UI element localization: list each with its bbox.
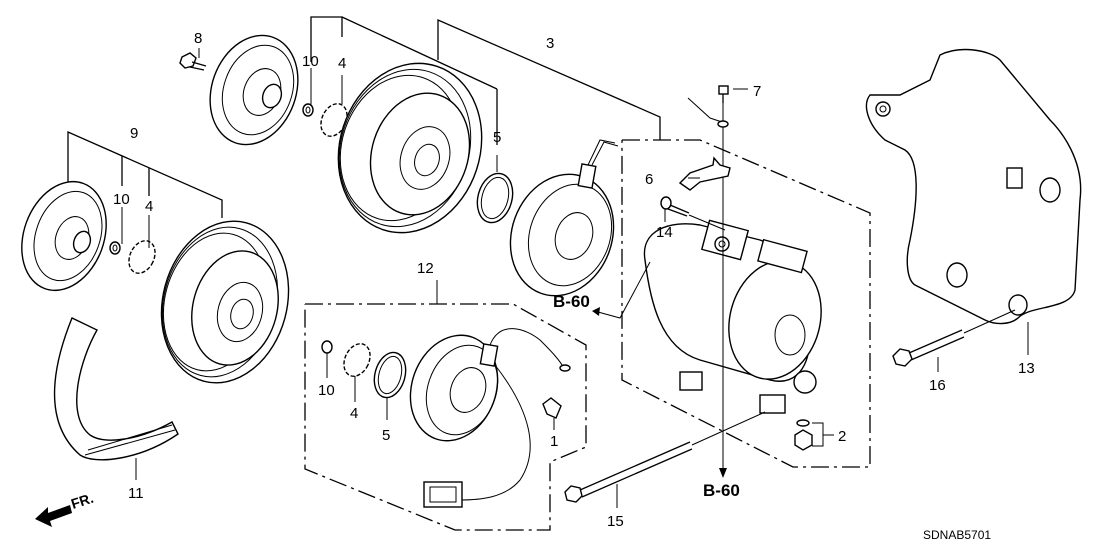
group-bracket-9 (67, 131, 223, 218)
callout-11: 11 (128, 485, 144, 502)
callout-1: 1 (550, 433, 558, 450)
callout-14: 14 (656, 224, 673, 241)
callout-10-coil: 10 (318, 382, 335, 399)
callout-4-upper: 4 (338, 55, 346, 72)
snap-ring-upper (476, 172, 514, 224)
drive-belt-part (53, 317, 179, 461)
callout-4-lower: 4 (145, 198, 153, 215)
armature-plate-lower (21, 180, 107, 292)
shim-lower (128, 240, 156, 274)
front-direction-label: FR. (69, 490, 95, 512)
compressor-bracket-part (865, 48, 1082, 325)
field-coil-lower (409, 328, 571, 508)
armature-bolt-part (179, 52, 207, 71)
thermal-protector-part (542, 397, 562, 419)
pulley-upper (337, 62, 483, 234)
callout-8: 8 (194, 30, 202, 47)
callout-10-upper: 10 (302, 53, 319, 70)
callout-5-coil: 5 (382, 427, 390, 444)
group-bracket-3 (437, 19, 661, 140)
callout-13: 13 (1018, 360, 1035, 377)
callout-labels: 8 10 4 3 9 10 4 5 7 6 14 12 10 4 5 1 2 1… (113, 30, 1035, 530)
callout-4-coil: 4 (350, 405, 358, 422)
compressor-body (643, 219, 822, 414)
callout-9: 9 (130, 125, 138, 142)
callout-16: 16 (929, 377, 946, 394)
washer-12 (321, 340, 333, 354)
front-direction-arrow: FR. (35, 490, 95, 527)
armature-plate-upper (209, 34, 299, 146)
reference-label-b60-bottom[interactable]: B-60 (703, 481, 740, 500)
callout-3: 3 (546, 35, 554, 52)
bolt-14-part (660, 196, 726, 231)
compressor-group-box (621, 139, 871, 468)
bolt-7-part (687, 85, 729, 470)
callout-15: 15 (607, 513, 624, 530)
callout-2: 2 (838, 428, 846, 445)
reference-label-b60-left[interactable]: B-60 (553, 292, 590, 311)
field-coil-group-box (304, 303, 587, 531)
snap-ring-12 (373, 351, 407, 399)
callout-10-lower: 10 (113, 191, 130, 208)
shim-12 (343, 343, 371, 377)
pulley-lower (160, 220, 290, 384)
bolt-15-part (564, 411, 766, 503)
drawing-code: SDNAB5701 (923, 528, 991, 542)
relief-valve-part (794, 419, 813, 451)
field-coil-upper (509, 139, 619, 297)
wire-bracket-part (678, 156, 731, 191)
washer-upper (302, 103, 314, 117)
reference-arrow-down (719, 468, 727, 478)
washer-lower (109, 241, 121, 255)
leader-lines (121, 48, 1029, 508)
callout-12: 12 (417, 260, 434, 277)
callout-7: 7 (753, 83, 761, 100)
bolt-16-part (892, 309, 1016, 367)
group-bracket-upper (310, 16, 498, 145)
reference-arrow-left (592, 261, 651, 319)
callout-6: 6 (645, 171, 653, 188)
callout-5-upper: 5 (493, 129, 501, 146)
